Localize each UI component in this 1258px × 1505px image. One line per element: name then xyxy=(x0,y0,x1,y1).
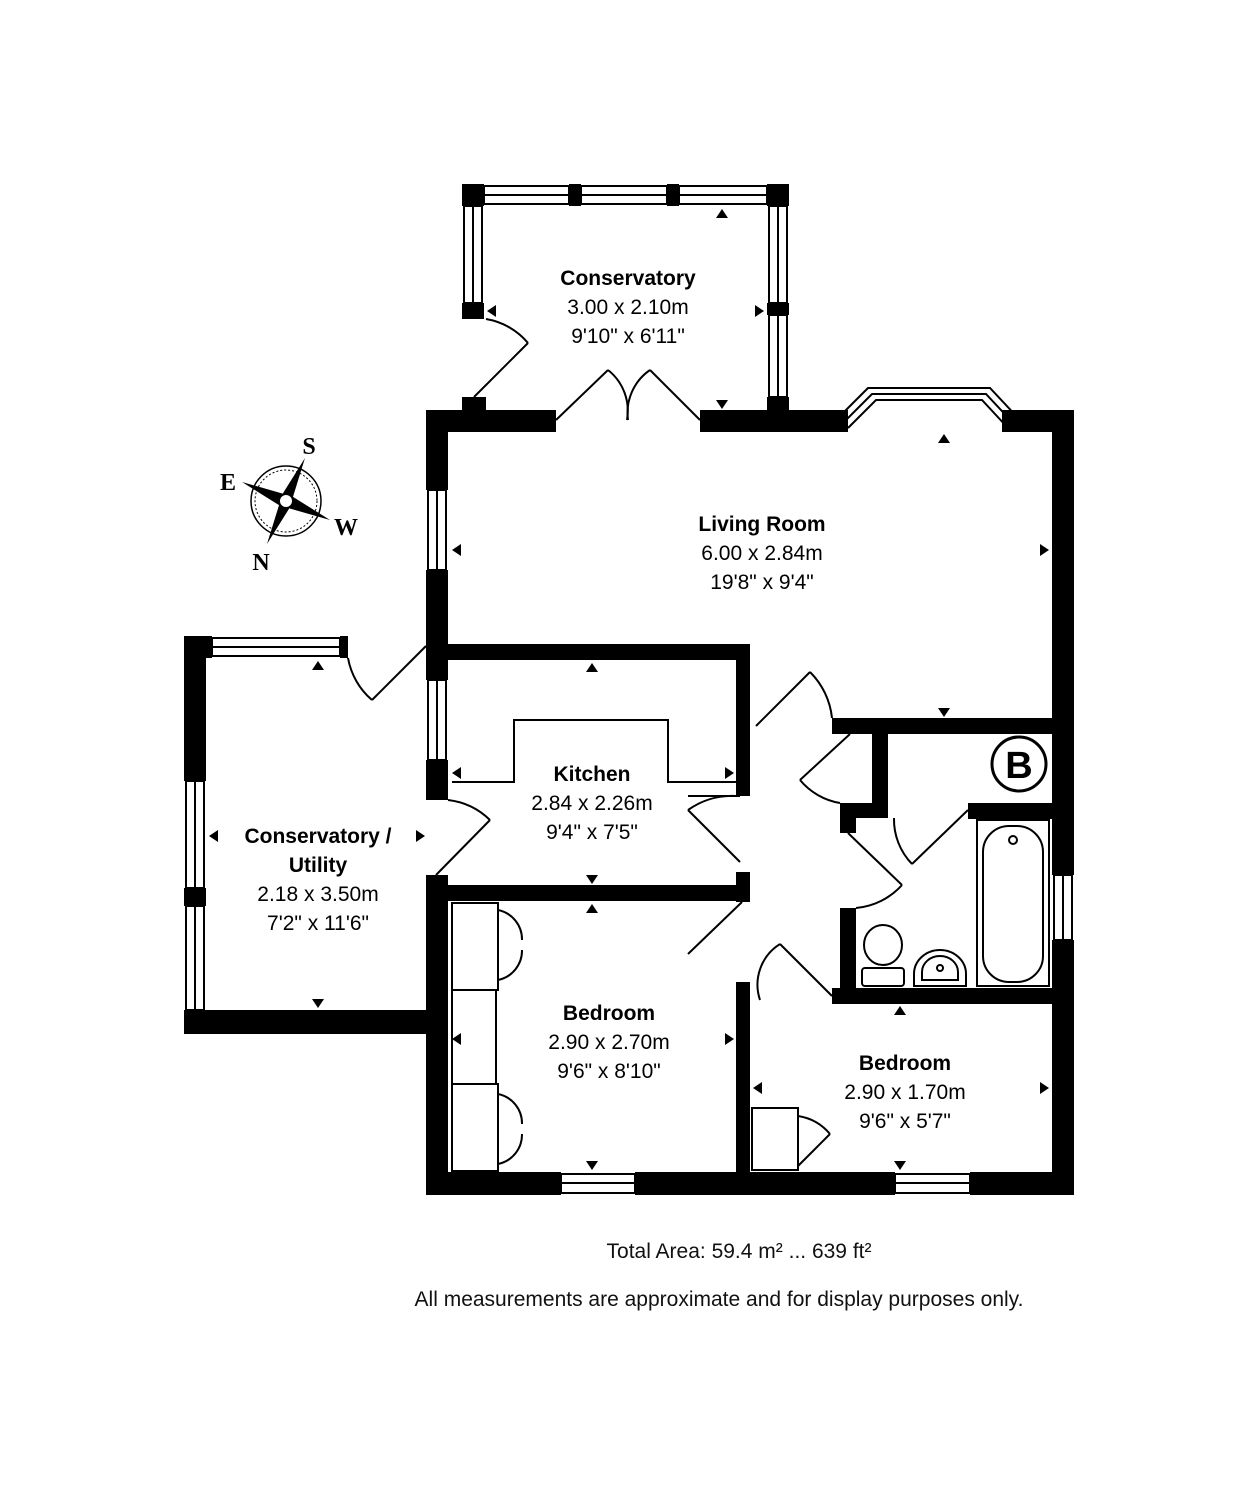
room-dimensions-imperial: 19'8" x 9'4" xyxy=(710,571,814,594)
compass-rose-icon: S E W N xyxy=(220,434,358,576)
room-dimensions-metric: 2.90 x 2.70m xyxy=(548,1031,669,1054)
room-name-line2: Utility xyxy=(289,854,348,877)
room-name-line1: Conservatory / xyxy=(244,825,391,848)
dimension-arrows xyxy=(209,209,1049,1170)
room-name: Kitchen xyxy=(553,763,630,786)
total-area-text: Total Area: 59.4 m² ... 639 ft² xyxy=(606,1240,872,1263)
boiler-label: B xyxy=(1005,745,1032,787)
room-label-bedroom-small: Bedroom 2.90 x 1.70m 9'6" x 5'7" xyxy=(844,1052,965,1133)
room-label-kitchen: Kitchen 2.84 x 2.26m 9'4" x 7'5" xyxy=(531,763,652,844)
windows xyxy=(185,185,1073,1194)
compass-north: N xyxy=(252,550,270,576)
room-dimensions-metric: 2.90 x 1.70m xyxy=(844,1081,965,1104)
doors xyxy=(347,318,969,1001)
compass-west: W xyxy=(334,515,358,541)
room-dimensions-metric: 6.00 x 2.84m xyxy=(701,542,822,565)
room-dimensions-imperial: 7'2" x 11'6" xyxy=(267,912,369,935)
room-label-conservatory-utility: Conservatory / Utility 2.18 x 3.50m 7'2"… xyxy=(244,825,391,935)
room-label-living-room: Living Room 6.00 x 2.84m 19'8" x 9'4" xyxy=(698,513,825,594)
room-dimensions-imperial: 9'6" x 5'7" xyxy=(859,1110,951,1133)
room-label-conservatory: Conservatory 3.00 x 2.10m 9'10" x 6'11" xyxy=(560,267,696,348)
room-name: Living Room xyxy=(698,513,825,536)
walls xyxy=(184,184,1074,1195)
compass-south: S xyxy=(302,434,315,460)
room-dimensions-imperial: 9'10" x 6'11" xyxy=(571,325,685,348)
fixtures xyxy=(451,719,1050,1172)
room-dimensions-metric: 2.84 x 2.26m xyxy=(531,792,652,815)
disclaimer-text: All measurements are approximate and for… xyxy=(414,1288,1024,1311)
compass-east: E xyxy=(220,470,236,496)
room-name: Conservatory xyxy=(560,267,696,290)
boiler-symbol: B xyxy=(990,735,1048,793)
room-dimensions-imperial: 9'4" x 7'5" xyxy=(546,821,638,844)
room-name: Bedroom xyxy=(859,1052,951,1075)
room-dimensions-imperial: 9'6" x 8'10" xyxy=(557,1060,661,1083)
bay-window xyxy=(835,387,1021,429)
room-label-bedroom-main: Bedroom 2.90 x 2.70m 9'6" x 8'10" xyxy=(548,1002,669,1083)
room-name: Bedroom xyxy=(563,1002,655,1025)
room-dimensions-metric: 2.18 x 3.50m xyxy=(257,883,378,906)
room-dimensions-metric: 3.00 x 2.10m xyxy=(567,296,688,319)
